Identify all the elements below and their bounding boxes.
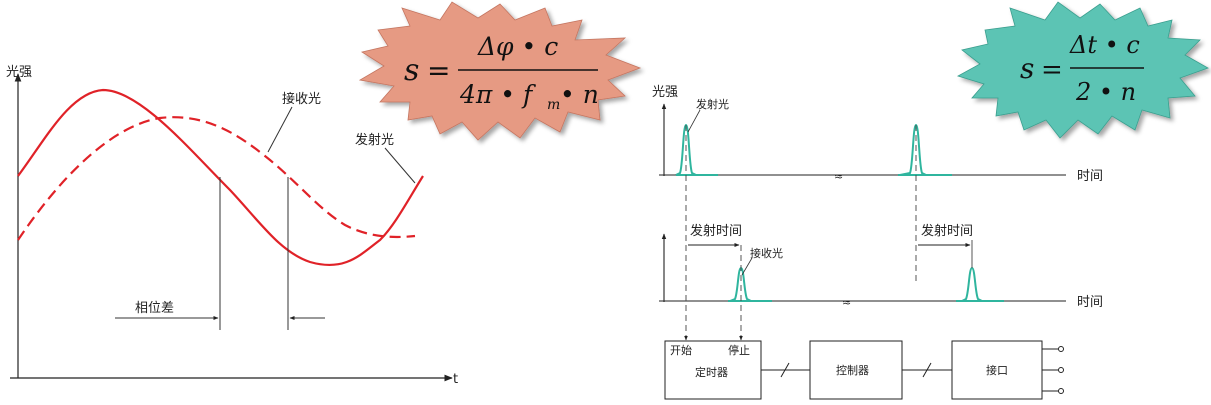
right-y-axis-label: 光强 <box>652 85 678 100</box>
formula-left-numerator: Δφ • c <box>477 32 558 61</box>
interface-label: 接口 <box>986 364 1008 377</box>
emitted-pulse-label: 发射光 <box>696 97 729 111</box>
formula-right-lhs: s <box>1020 52 1034 85</box>
received-light-label: 接收光 <box>282 91 321 107</box>
formula-left-eq: = <box>427 54 450 87</box>
formula-right-denominator: 2 • n <box>1075 78 1136 106</box>
y-axis-label: 光强 <box>6 65 32 80</box>
timer-start-label: 开始 <box>670 343 692 357</box>
emit-pulse-2 <box>899 123 927 176</box>
emitted-callout-line <box>384 147 416 184</box>
controller-block <box>809 340 903 400</box>
receive-pulse-2 <box>961 266 983 302</box>
interface-outputs <box>1042 346 1064 394</box>
received-callout-line <box>267 106 293 153</box>
interface-block <box>951 340 1043 400</box>
link-timer-controller-slash <box>780 362 790 378</box>
formula-left-lhs: s <box>404 53 419 88</box>
formula-right-eq: = <box>1041 55 1063 85</box>
emit-time-label-2: 发射时间 <box>921 223 973 239</box>
burst-shape-right <box>956 1 1209 139</box>
top-time-label: 时间 <box>1077 169 1103 184</box>
output-terminal-2 <box>1058 367 1064 373</box>
phase-diagram: 光强 t 相位差 接收光 发射光 <box>6 65 458 387</box>
controller-label: 控制器 <box>836 363 869 377</box>
phase-formula-burst: s = Δφ • c 4π • f m • n <box>358 1 642 141</box>
formula-left-denominator-sub: m <box>547 97 560 113</box>
emitted-light-label: 发射光 <box>355 132 394 148</box>
timer-block <box>664 340 762 400</box>
formula-left-denominator: 4π • f <box>459 80 536 109</box>
bottom-time-label: 时间 <box>1077 295 1103 310</box>
receive-pulse-1 <box>729 266 752 302</box>
x-axis-label: t <box>453 372 458 387</box>
phase-difference-label: 相位差 <box>135 301 174 316</box>
formula-left-denominator-tail: • n <box>560 80 599 109</box>
tof-formula-burst: s = Δt • c 2 • n <box>956 1 1209 139</box>
timer-label: 定时器 <box>695 365 728 379</box>
receive-pulse-callout <box>741 257 753 276</box>
received-pulse-label: 接收光 <box>750 246 783 260</box>
emitted-sine-curve <box>17 88 424 267</box>
formula-right-numerator: Δt • c <box>1069 31 1140 59</box>
timer-stop-label: 停止 <box>728 343 750 357</box>
top-axis-break: ≈ <box>834 170 843 183</box>
burst-shape-left <box>358 1 642 141</box>
link-controller-interface-slash <box>922 362 932 378</box>
output-terminal-1 <box>1058 346 1064 352</box>
emit-time-label-1: 发射时间 <box>690 223 742 239</box>
pulse-diagram: 光强 时间 ≈ 发射光 时间 ≈ 接收光 发射时间 发射时间 <box>652 85 1103 400</box>
bottom-axis-break: ≈ <box>842 296 851 309</box>
received-sine-curve <box>17 116 416 241</box>
emit-pulse-callout <box>687 109 701 133</box>
output-terminal-3 <box>1058 388 1064 394</box>
